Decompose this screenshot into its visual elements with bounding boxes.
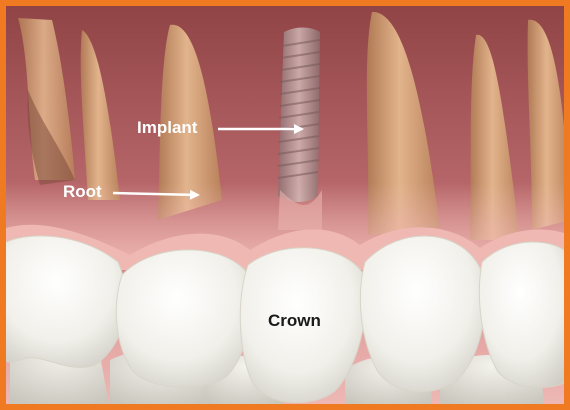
implant-label: Implant (137, 118, 197, 138)
root-label: Root (63, 182, 102, 202)
crown-label: Crown (268, 311, 321, 331)
